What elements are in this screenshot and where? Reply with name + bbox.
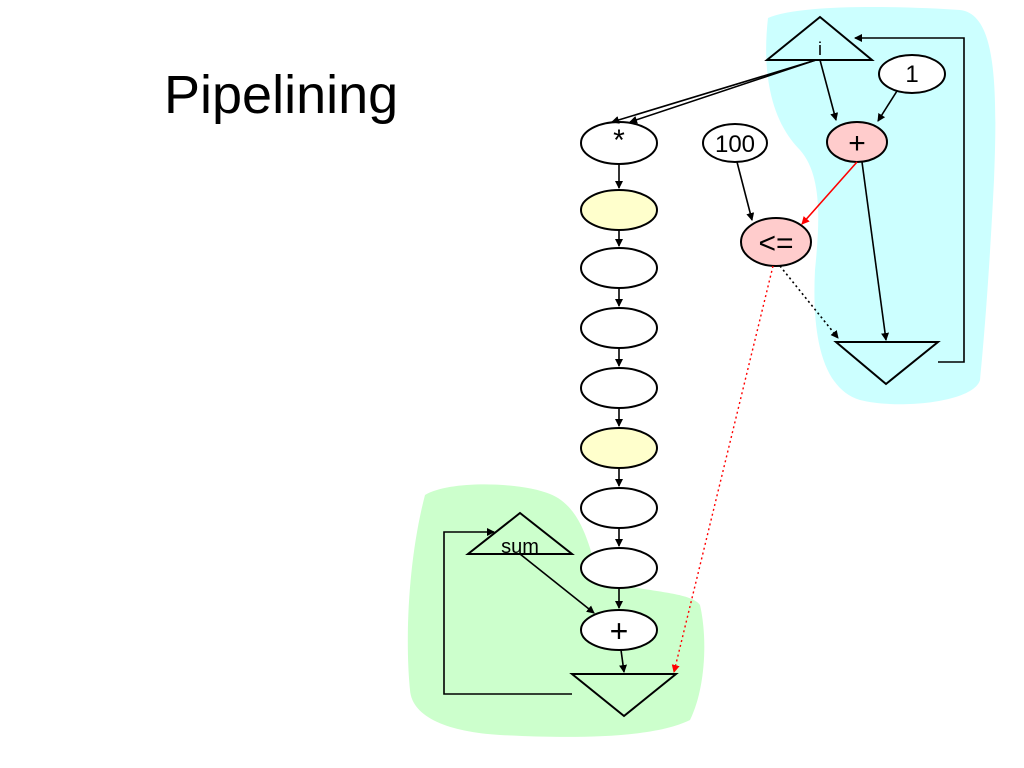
sum-mux-triangle: [569, 673, 679, 718]
pipeline-stage-4: [580, 367, 658, 409]
edge-i-to-multiply-a: [611, 59, 817, 124]
sum-add-node: +: [580, 609, 658, 651]
edge-sum-to-add: [519, 553, 595, 614]
edge-add-to-sum-mux: [619, 649, 628, 673]
edge-loop-feedback: [854, 34, 965, 363]
compare-node: <=: [740, 217, 812, 267]
i-register: i: [764, 15, 875, 61]
loop-mux-triangle: [833, 341, 941, 386]
pipeline-stage-6: [580, 487, 658, 529]
loop-control-region: [766, 7, 996, 405]
edge-compare-to-sum-mux: [671, 265, 774, 673]
pipeline-stage-7: [580, 547, 658, 589]
increment-add-label: +: [848, 127, 866, 160]
edge-add-to-mux: [861, 161, 890, 341]
edge-sum-feedback: [443, 528, 572, 695]
constant-one-label: 1: [905, 61, 918, 88]
edge-100-to-compare: [736, 161, 755, 221]
edge-add-to-compare: [801, 161, 858, 225]
constant-one-node: 1: [878, 54, 946, 94]
pipeline-stage-5: [580, 427, 658, 469]
sum-add-label: +: [610, 613, 629, 649]
pipeline-stage-1: [580, 189, 658, 231]
edge-i-to-multiply-b: [629, 59, 817, 124]
slide-title: Pipelining: [164, 65, 399, 125]
accumulate-region: [407, 484, 705, 737]
pipeline-stage-2: [580, 247, 658, 289]
edge-compare-to-loop-mux: [779, 265, 839, 339]
increment-add-node: +: [826, 121, 888, 163]
edge-i-to-add: [819, 59, 839, 121]
i-register-label: i: [818, 39, 822, 59]
constant-100-label: 100: [715, 131, 755, 158]
constant-100-node: 100: [702, 123, 768, 163]
pipeline-stage-3: [580, 307, 658, 349]
multiply-node: *: [580, 121, 658, 165]
sum-register-label: sum: [501, 536, 539, 558]
edge-one-to-add: [877, 90, 898, 122]
multiply-label: *: [613, 124, 625, 157]
data-edges: [443, 34, 965, 695]
compare-label: <=: [758, 227, 793, 260]
